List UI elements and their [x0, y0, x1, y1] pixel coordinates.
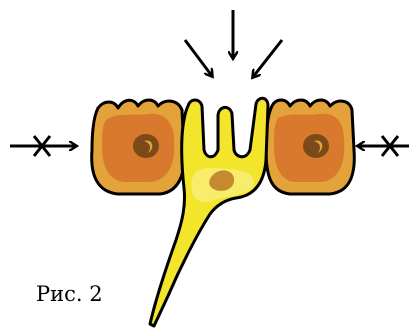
right-cell-nucleus: [303, 134, 329, 158]
left-cell-nucleus: [133, 134, 159, 158]
left-blocked-arrow: [10, 136, 76, 156]
top-left-diagonal-arrow: [185, 40, 212, 76]
left-side-cell: [92, 100, 185, 194]
top-arrows: [185, 10, 282, 77]
figure-caption: Рис. 2: [36, 284, 103, 305]
right-side-cell: [266, 100, 354, 194]
right-blocked-arrow: [358, 136, 409, 156]
top-right-diagonal-arrow: [253, 40, 282, 77]
